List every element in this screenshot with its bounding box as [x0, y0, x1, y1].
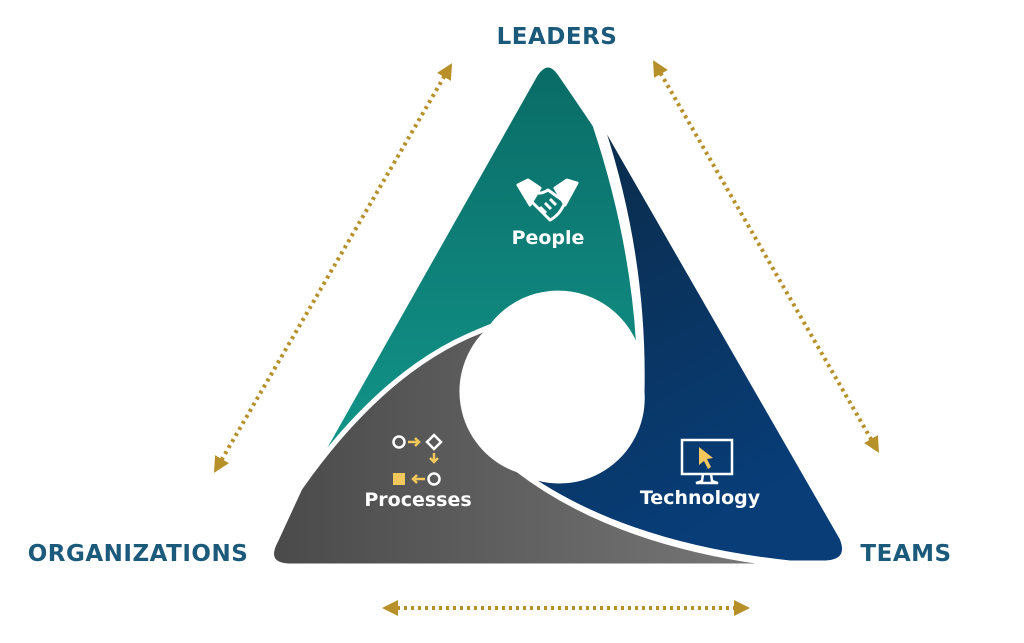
organizations-label: ORGANIZATIONS	[28, 541, 249, 567]
technology-label: Technology	[640, 487, 761, 509]
process-flow-icon	[392, 433, 443, 486]
people-label: People	[512, 227, 585, 249]
leaders-label: LEADERS	[497, 24, 618, 50]
processes-label: Processes	[364, 489, 471, 511]
handshake-icon	[516, 178, 579, 222]
leaders-teams-arrow	[653, 60, 879, 453]
teams-label: TEAMS	[860, 541, 951, 567]
monitor-cursor-icon	[680, 438, 734, 485]
processes-segment	[269, 323, 796, 569]
